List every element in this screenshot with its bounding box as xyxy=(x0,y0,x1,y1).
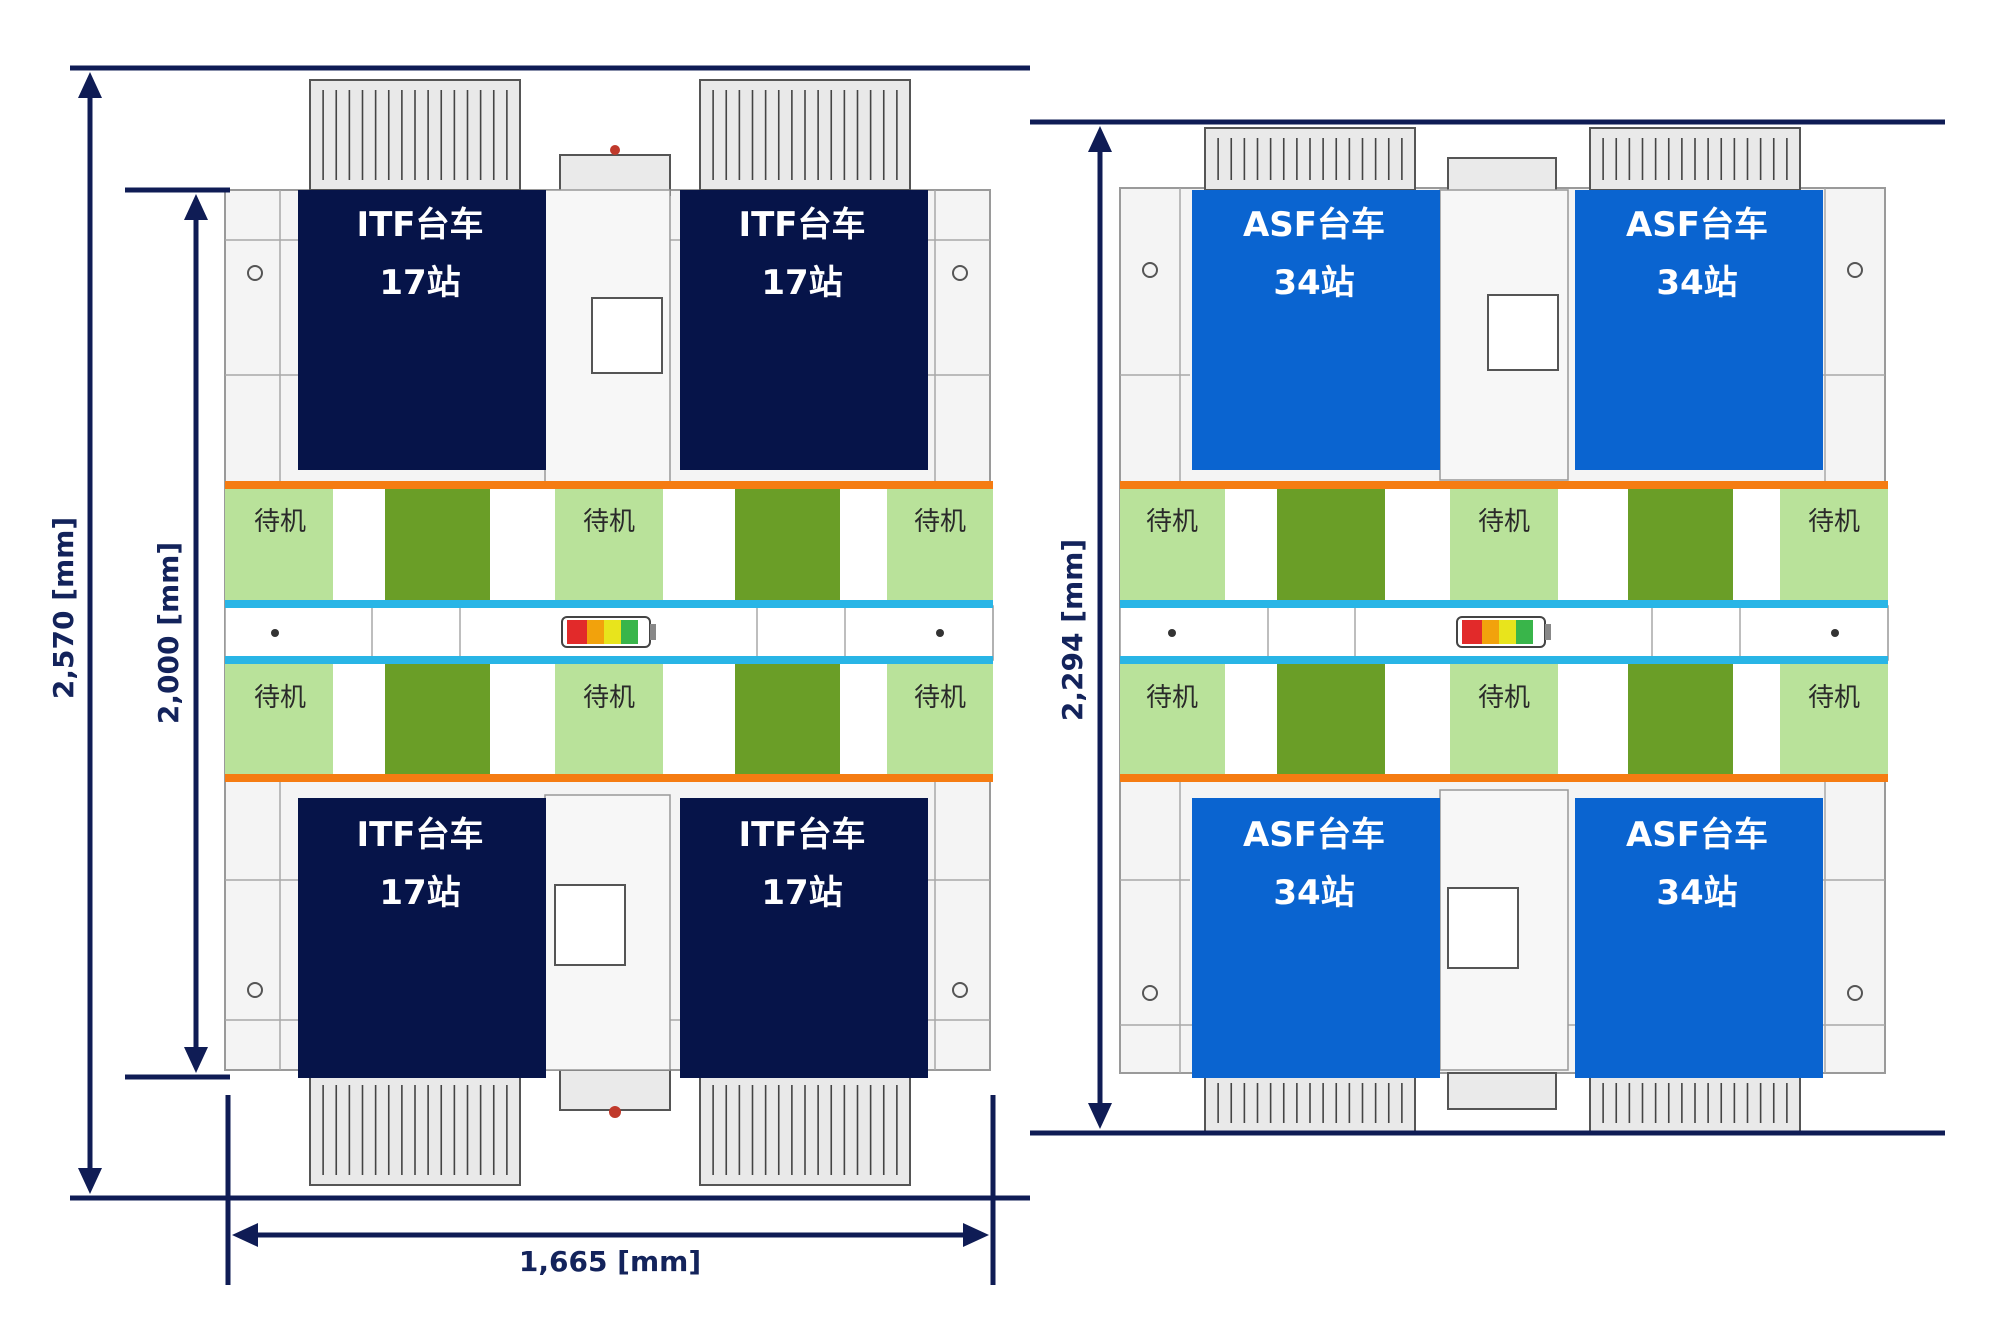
right-cart-3: ASF台车 34站 xyxy=(1192,798,1440,1078)
wait-label: 待机 xyxy=(254,507,306,537)
left-lower-wait-row xyxy=(225,662,993,777)
right-height-dimension: 2,294 [mm] xyxy=(1056,539,1089,721)
right-signal-tower xyxy=(1456,616,1551,648)
orange-rail xyxy=(225,774,993,782)
signal-orange-lamp xyxy=(1482,620,1499,644)
orange-rail xyxy=(1120,481,1888,489)
cart-station-count: 17站 xyxy=(379,263,460,303)
right-upper-wait-row xyxy=(1120,488,1888,600)
left-bottom-feeder-1 xyxy=(309,1074,521,1186)
blue-rail xyxy=(1120,600,1888,608)
asf-cart-block xyxy=(1575,798,1823,1078)
signal-yellow-lamp xyxy=(1499,620,1516,644)
cart-station-count: 17站 xyxy=(761,263,842,303)
width-dimension: 1,665 [mm] xyxy=(519,1245,701,1278)
right-cart-2: ASF台车 34站 xyxy=(1575,190,1823,470)
asf-cart-block xyxy=(1575,190,1823,470)
cart-title: ASF台车 xyxy=(1626,205,1768,245)
active-zone xyxy=(1277,488,1385,600)
asf-cart-block xyxy=(1192,190,1440,470)
inner-height-dimension: 2,000 [mm] xyxy=(152,542,185,724)
right-dimension-lines xyxy=(1030,119,1945,1136)
blue-rail xyxy=(1120,656,1888,664)
wait-label: 待机 xyxy=(1146,683,1198,713)
wait-zone xyxy=(1450,488,1558,600)
wait-label: 待机 xyxy=(1808,683,1860,713)
right-machine: ASF台车 34站 ASF台车 34站 ASF台车 34站 ASF台车 34站 xyxy=(1119,127,1889,1134)
cart-station-count: 34站 xyxy=(1273,873,1354,913)
outer-height-dimension: 2,570 [mm] xyxy=(47,517,80,699)
cart-station-count: 34站 xyxy=(1273,263,1354,303)
itf-cart-block xyxy=(298,798,546,1078)
cart-title: ASF台车 xyxy=(1243,815,1385,855)
active-zone xyxy=(1628,662,1733,777)
wait-zone xyxy=(887,488,993,600)
left-upper-wait-row xyxy=(225,488,993,600)
cart-station-count: 34站 xyxy=(1656,873,1737,913)
wait-zone xyxy=(225,662,333,777)
cart-title: ITF台车 xyxy=(356,815,483,855)
active-zone xyxy=(1628,488,1733,600)
wait-label: 待机 xyxy=(914,683,966,713)
cart-title: ITF台车 xyxy=(356,205,483,245)
left-signal-tower xyxy=(561,616,656,648)
active-zone xyxy=(385,662,490,777)
right-lower-wait-row xyxy=(1120,662,1888,777)
active-zone xyxy=(1277,662,1385,777)
wait-label: 待机 xyxy=(1478,683,1530,713)
itf-cart-block xyxy=(680,798,928,1078)
left-bottom-feeder-2 xyxy=(699,1074,911,1186)
cart-station-count: 34站 xyxy=(1656,263,1737,303)
wait-zone xyxy=(1780,488,1888,600)
wait-zone xyxy=(1120,488,1225,600)
left-machine: ITF台车 17站 ITF台车 17站 ITF台车 17站 ITF台车 17站 xyxy=(224,79,994,1186)
wait-zone xyxy=(1450,662,1558,777)
wait-label: 待机 xyxy=(1146,507,1198,537)
wait-label: 待机 xyxy=(914,507,966,537)
signal-green-lamp xyxy=(1516,620,1533,644)
right-cart-1: ASF台车 34站 xyxy=(1192,190,1440,470)
wait-zone xyxy=(225,488,333,600)
left-cart-1: ITF台车 17站 xyxy=(298,190,546,470)
left-top-feeder-1 xyxy=(309,79,521,191)
left-dimension-lines xyxy=(70,65,1030,1285)
signal-green-lamp xyxy=(621,620,638,644)
itf-cart-block xyxy=(298,190,546,470)
blue-rail xyxy=(225,656,993,664)
left-cart-4: ITF台车 17站 xyxy=(680,798,928,1078)
wait-label: 待机 xyxy=(1808,507,1860,537)
wait-label: 待机 xyxy=(1478,507,1530,537)
signal-red-lamp xyxy=(567,620,587,644)
cart-title: ASF台车 xyxy=(1243,205,1385,245)
active-zone xyxy=(385,488,490,600)
active-zone xyxy=(735,488,840,600)
cart-station-count: 17站 xyxy=(379,873,460,913)
cart-title: ASF台车 xyxy=(1626,815,1768,855)
cart-station-count: 17站 xyxy=(761,873,842,913)
left-top-feeder-2 xyxy=(699,79,911,191)
left-cart-2: ITF台车 17站 xyxy=(680,190,928,470)
left-cart-3: ITF台车 17站 xyxy=(298,798,546,1078)
itf-cart-block xyxy=(680,190,928,470)
asf-cart-block xyxy=(1192,798,1440,1078)
signal-yellow-lamp xyxy=(604,620,621,644)
wait-label: 待机 xyxy=(583,507,635,537)
wait-zone xyxy=(1780,662,1888,777)
wait-zone xyxy=(555,662,663,777)
orange-rail xyxy=(225,481,993,489)
wait-zone xyxy=(555,488,663,600)
blue-rail xyxy=(225,600,993,608)
signal-red-lamp xyxy=(1462,620,1482,644)
right-cart-4: ASF台车 34站 xyxy=(1575,798,1823,1078)
signal-orange-lamp xyxy=(587,620,604,644)
wait-zone xyxy=(887,662,993,777)
cart-title: ITF台车 xyxy=(738,815,865,855)
wait-label: 待机 xyxy=(583,683,635,713)
wait-label: 待机 xyxy=(254,683,306,713)
active-zone xyxy=(735,662,840,777)
orange-rail xyxy=(1120,774,1888,782)
wait-zone xyxy=(1120,662,1225,777)
cart-title: ITF台车 xyxy=(738,205,865,245)
